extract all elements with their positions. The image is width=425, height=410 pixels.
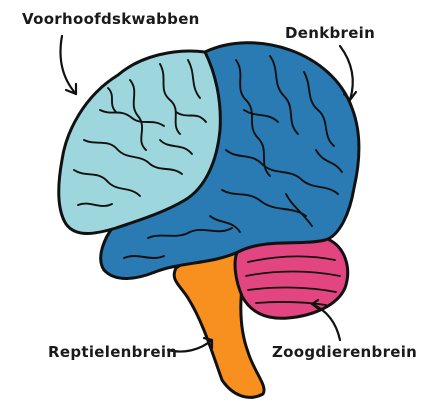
arrow-voorhoofd bbox=[61, 36, 76, 94]
label-reptielenbrein: Reptielenbrein bbox=[48, 343, 177, 361]
label-voorhoofdskwabben: Voorhoofdskwabben bbox=[22, 10, 200, 28]
label-denkbrein: Denkbrein bbox=[285, 24, 375, 42]
label-zoogdierenbrein: Zoogdierenbrein bbox=[272, 343, 417, 361]
